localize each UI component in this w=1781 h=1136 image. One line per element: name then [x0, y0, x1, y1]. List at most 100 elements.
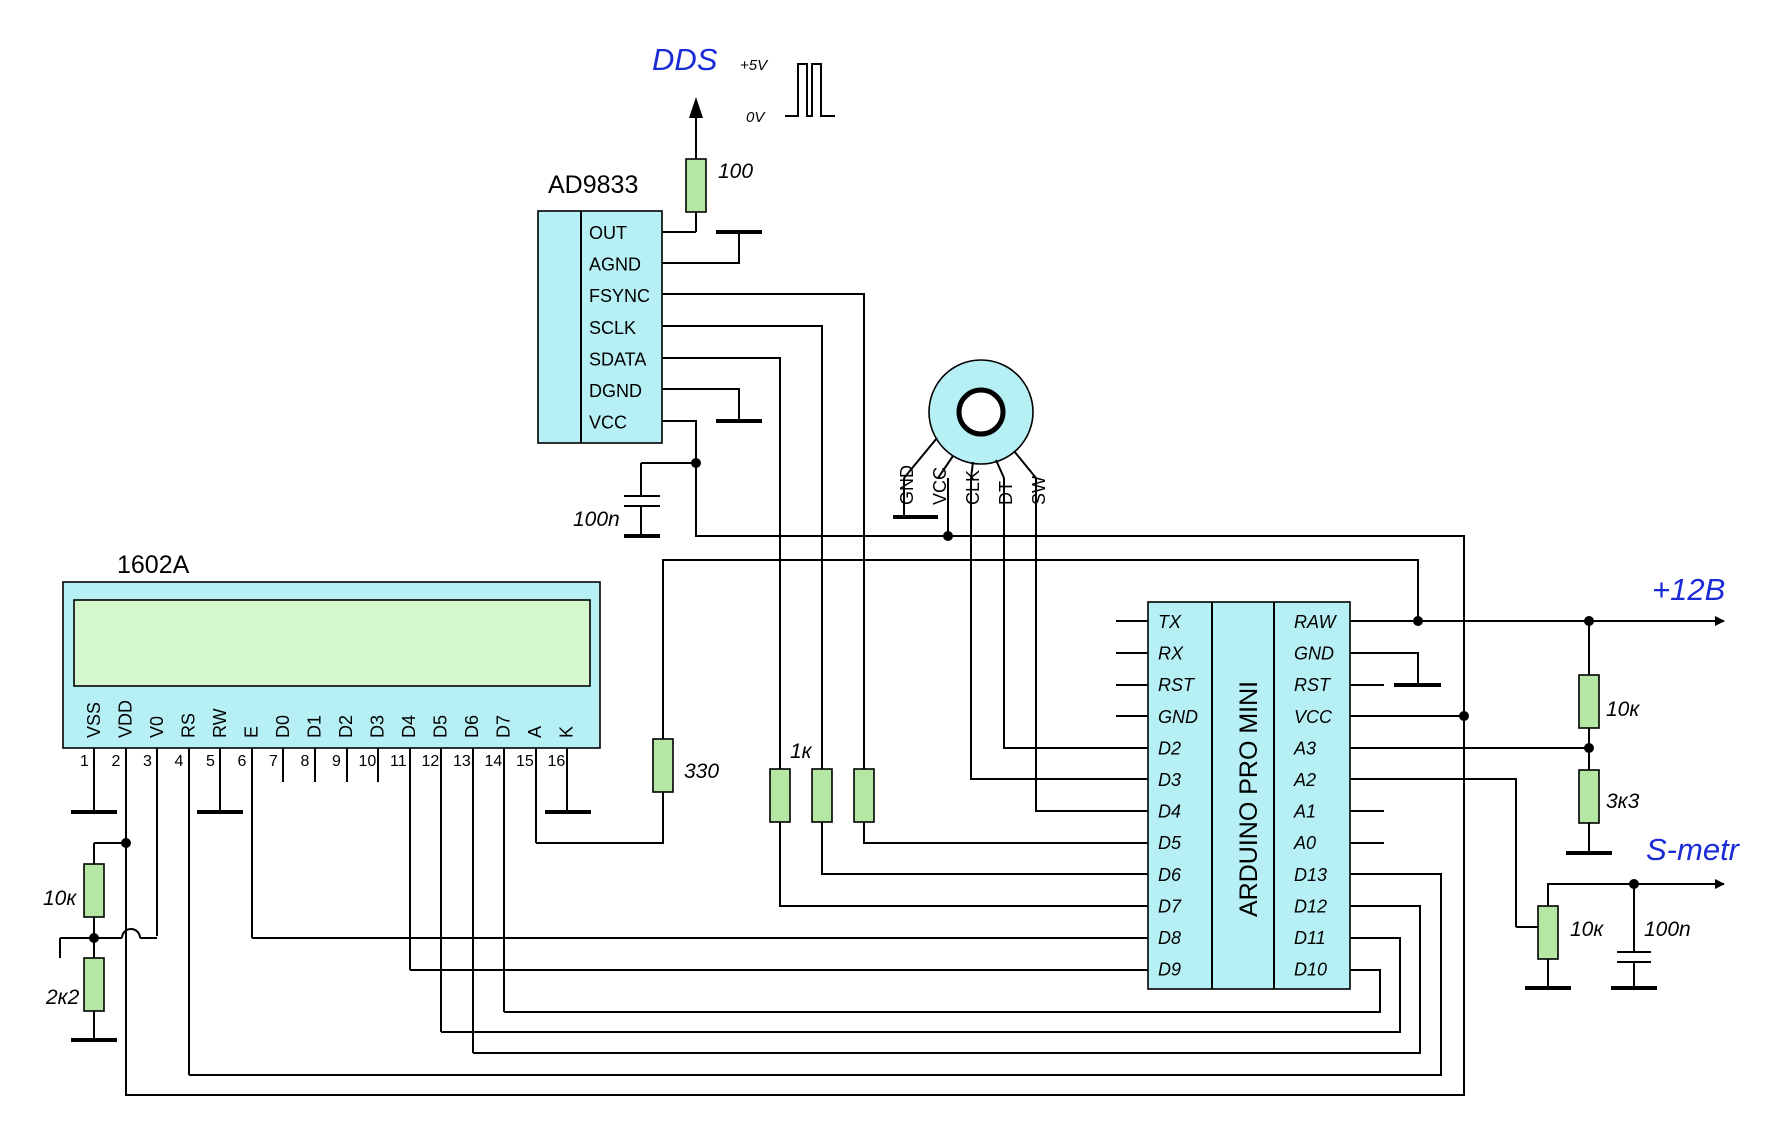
ad9833-body: [537, 210, 663, 444]
potentiometer-2k2: [83, 957, 105, 1012]
lcd-pin-number: 4: [175, 753, 184, 770]
ad9833-grounds: [662, 230, 762, 423]
ad9833-pin-label: SCLK: [589, 318, 636, 338]
encoder-pin-label: SW: [1029, 476, 1049, 505]
arduino-right-pin-label: A1: [1293, 802, 1316, 822]
lcd-pin-number: 5: [206, 753, 215, 770]
resistor-3k3-divider: [1578, 769, 1600, 824]
ad9833-pin-label: OUT: [589, 223, 627, 243]
arduino-left-pin-label: D8: [1158, 928, 1181, 948]
dds-net-label: DDS: [652, 42, 718, 77]
lcd-pin-label: D4: [399, 715, 419, 738]
lcd-pin-label: A: [525, 726, 545, 738]
backlight-wiring: 330: [536, 559, 1419, 844]
lcd-pin-number: 9: [332, 753, 341, 770]
resistor-10k-divider-label: 10к: [1606, 698, 1640, 721]
plus12-net-label: +12B: [1652, 572, 1725, 607]
wire-crossover-icon: [121, 928, 141, 939]
lcd-pin-label: D5: [431, 715, 451, 738]
lcd-pin-number: 2: [112, 753, 121, 770]
ad9833-pin-label: DGND: [589, 381, 642, 401]
lcd-pin-label: RW: [210, 708, 230, 738]
lcd-pin-label: D6: [462, 715, 482, 738]
encoder-pin-label: DT: [996, 481, 1016, 505]
lcd-pin-number: 15: [516, 753, 534, 770]
resistor-10k-contrast: [83, 863, 105, 918]
arduino-title: ARDUINO PRO MINI: [1235, 681, 1263, 917]
capacitor-100n-label: 100n: [573, 508, 620, 531]
lcd-pin-label: V0: [147, 716, 167, 738]
arduino-right-pin-label: VCC: [1294, 707, 1333, 727]
lcd-pin-number: 12: [422, 753, 440, 770]
dds-arrow-icon: [689, 97, 703, 118]
resistor-10k-divider: [1578, 674, 1600, 729]
resistor-1k-sclk: [811, 768, 833, 823]
encoder-shaft-icon: [956, 387, 1006, 437]
lcd-pin-labels: VSS1VDD2V03RS4RW5E6D07D18D29D310D411D512…: [80, 700, 577, 770]
v0-label: 0V: [746, 109, 766, 126]
arduino-right-pin-label: A0: [1293, 833, 1316, 853]
dds-output: 100 DDS +5V 0V: [652, 42, 835, 233]
arduino-left-pin-label: D3: [1158, 770, 1181, 790]
arduino-right-pin-label: RST: [1294, 675, 1332, 695]
arduino-left-pin-label: D4: [1158, 802, 1181, 822]
arduino-left-pin-label: D6: [1158, 865, 1182, 885]
arduino-left-pin-label: GND: [1158, 707, 1198, 727]
lcd-pin-number: 16: [548, 753, 566, 770]
smeter-input: 10к 100n S-metr: [1516, 832, 1741, 990]
square-wave-icon: [785, 63, 835, 117]
arduino-left-pin-label: D2: [1158, 738, 1181, 758]
lcd-pin-number: 6: [238, 753, 247, 770]
potentiometer-2k2-label: 2к2: [45, 986, 80, 1009]
v5-label: +5V: [740, 57, 769, 74]
lcd-pin-label: D3: [368, 715, 388, 738]
lcd-wiring: 10к 2к2: [43, 748, 591, 1075]
arduino-left-pin-label: D9: [1158, 960, 1181, 980]
arduino-body: [1147, 601, 1351, 990]
lcd-1602a: 1602A VSS1VDD2V03RS4RW5E6D07D18D29D310D4…: [62, 551, 601, 770]
arduino-right-pin-label: D13: [1294, 865, 1327, 885]
arduino-pin-labels: TXRXRSTGNDD2D3D4D5D6D7D8D9RAWGNDRSTVCCA3…: [1158, 612, 1338, 980]
arduino-left-pin-label: D5: [1158, 833, 1182, 853]
resistor-3k3-divider-label: 3к3: [1606, 790, 1640, 813]
arduino-left-pin-label: D7: [1158, 896, 1182, 916]
lcd-pin-number: 13: [453, 753, 471, 770]
lcd-pin-number: 14: [485, 753, 503, 770]
arduino-right-pin-label: A3: [1293, 738, 1316, 758]
lcd-pin-label: D2: [336, 715, 356, 738]
lcd-pin-number: 3: [143, 753, 152, 770]
arduino-pro-mini: ARDUINO PRO MINI TXRXRSTGNDD2D3D4D5D6D7D…: [1147, 601, 1351, 990]
lcd-pin-label: VDD: [116, 700, 136, 738]
arduino-left-pin-label: RX: [1158, 644, 1184, 664]
lcd-pin-label: D1: [305, 715, 325, 738]
resistor-1k-sdata: [769, 768, 791, 823]
arduino-right-pin-label: D10: [1294, 960, 1327, 980]
arduino-right-pin-label: D11: [1294, 928, 1326, 948]
lcd-pin-label: D7: [494, 715, 514, 738]
arduino-left-pin-label: TX: [1158, 612, 1182, 632]
potentiometer-10k-smeter: [1537, 905, 1559, 960]
ad9833-pin-label: FSYNC: [589, 286, 650, 306]
arduino-right-pin-label: A2: [1293, 770, 1316, 790]
ad9833-title: AD9833: [548, 171, 638, 199]
resistor-100: [685, 158, 707, 213]
arduino-right-pin-label: GND: [1294, 644, 1334, 664]
ad9833-pin-label: VCC: [589, 413, 627, 433]
lcd-pin-number: 10: [359, 753, 377, 770]
resistor-10k-contrast-label: 10к: [43, 887, 77, 910]
lcd-pin-label: RS: [179, 713, 199, 738]
resistor-1k-label: 1к: [790, 740, 813, 763]
arduino-right-pin-label: RAW: [1294, 612, 1338, 632]
encoder-pin-label: GND: [897, 465, 917, 505]
resistor-1k-fsync: [853, 768, 875, 823]
lcd-pin-number: 11: [390, 753, 407, 770]
ad9833-pin-label: SDATA: [589, 349, 646, 369]
lcd-pin-label: E: [242, 726, 262, 738]
lcd-pin-label: D0: [273, 715, 293, 738]
encoder-pin-label: VCC: [930, 467, 950, 505]
